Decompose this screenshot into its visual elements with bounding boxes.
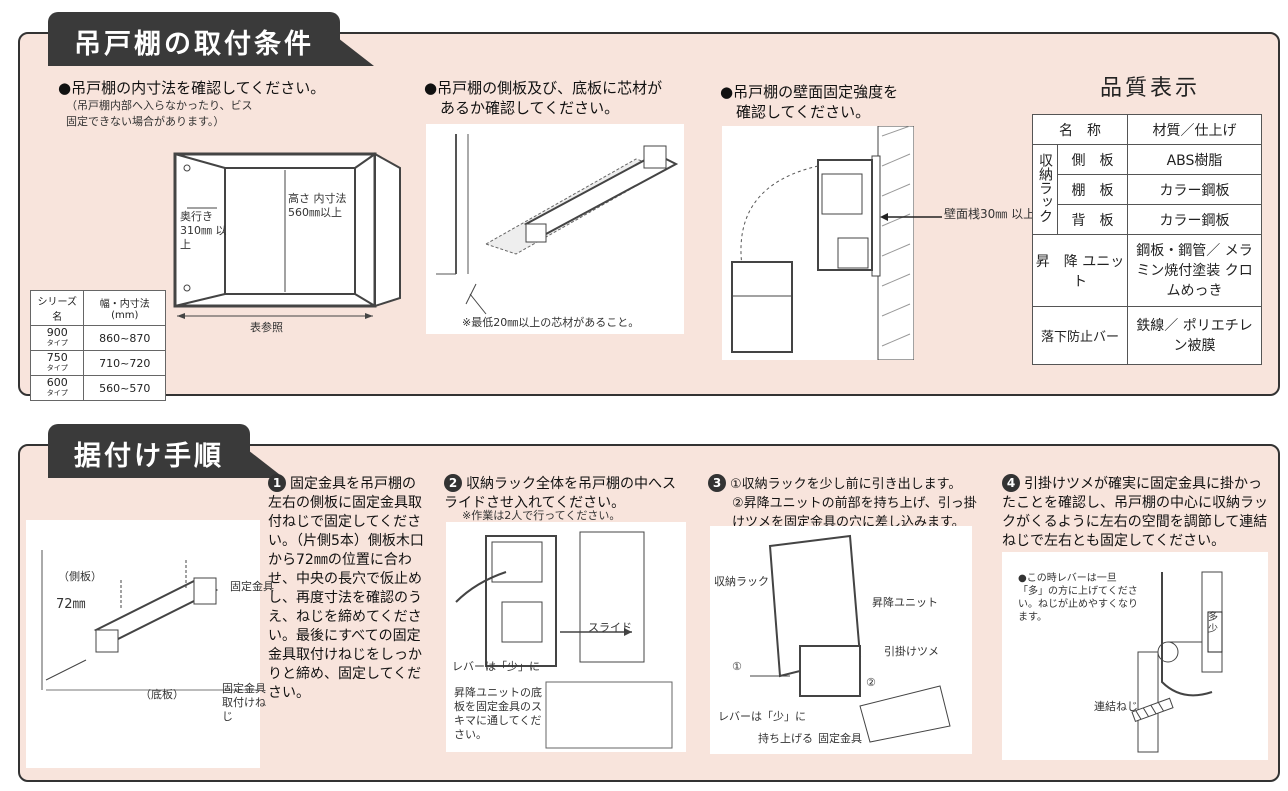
mark-1: ①: [732, 660, 742, 673]
inner-size-note: （吊戸棚内部へ入らなかったり、ビス固定できない場合があります。）: [66, 99, 253, 128]
step4-figure: [1002, 552, 1268, 760]
series-header: シリーズ名: [29, 290, 85, 326]
quality-header-name: 名 称: [1032, 114, 1128, 145]
height-label: 高さ 内寸法 560㎜以上: [288, 192, 347, 219]
lift-unit-hint: 昇降ユニットの底板を固定金具のスキマに通してください。: [454, 686, 542, 741]
quality-table: 名 称 材質／仕上げ 収納ラック 側 板 ABS樹脂 棚 板 カラー鋼板 背 板…: [1032, 114, 1262, 365]
lift-up-label: 持ち上げる: [758, 732, 813, 745]
cabinet-inner-diagram: [173, 152, 401, 319]
table-row: 収納ラック 側 板 ABS樹脂: [1032, 144, 1262, 235]
lift-unit-label: 昇降ユニット: [872, 596, 938, 609]
side-panel-label: （側板）: [58, 570, 102, 583]
step4-number: 4: [1002, 474, 1020, 492]
table-row: 昇 降 ユニット 鋼板・鋼管／ メラミン焼付塗装 クロムめっき: [1032, 234, 1262, 307]
quality-header-material: 材質／仕上げ: [1127, 114, 1262, 145]
offset-72-label: 72㎜: [56, 597, 86, 612]
wall-batten-label: 壁面桟30㎜ 以上必要: [944, 207, 1060, 221]
hook-label: 引掛けツメ: [884, 645, 939, 658]
step4-note: ●この時レバーは一旦「多」の方に上げてください。ねじが止めやすくなります。: [1018, 573, 1138, 623]
rack-label: 収納ラック: [714, 575, 769, 588]
core-material-figure: [426, 124, 684, 334]
lever-label-step3: レバーは「少」に: [718, 710, 806, 723]
mark-2: ②: [866, 676, 876, 689]
lever-text: 多 少: [1208, 612, 1218, 635]
step2-number: 2: [444, 474, 462, 492]
section-title-installation: 据付け手順: [48, 424, 284, 478]
step2-note: ※作業は2人で行ってください。: [462, 509, 621, 522]
rack-group-label: 収納ラック: [1037, 152, 1053, 223]
connecting-screw-label: 連結ねじ: [1094, 700, 1138, 713]
step2-figure: [446, 522, 686, 752]
step3-figure: [710, 526, 972, 754]
wall-strength-figure: [722, 125, 915, 361]
table-row: 背 板 カラー鋼板: [1033, 204, 1262, 235]
inner-size-heading: ●吊戸棚の内寸法を確認してください。: [58, 79, 326, 97]
wall-strength-heading-1: ●吊戸棚の壁面固定強度を: [720, 83, 899, 101]
step1-number: 1: [268, 474, 286, 492]
bracket-label-step3: 固定金具: [818, 732, 862, 745]
table-row: 棚 板 カラー鋼板: [1033, 174, 1262, 205]
lever-label-step2: レバーは「少」に: [452, 660, 540, 673]
core-material-heading-2: あるか確認してください。: [440, 99, 620, 117]
wall-batten-arrow: [880, 213, 942, 221]
slide-label: スライド: [588, 621, 632, 634]
core-material-note: ※最低20㎜以上の芯材があること。: [462, 316, 640, 329]
width-header: 幅・内寸法(mm): [83, 290, 166, 326]
core-material-heading-1: ●吊戸棚の側板及び、底板に芯材が: [424, 79, 663, 97]
step3-number: 3: [708, 474, 726, 492]
bracket-screw-label: 固定金具 取付けねじ: [222, 682, 266, 723]
table-row: 落下防止バー 鉄線／ ポリエチレン被膜: [1032, 306, 1262, 365]
depth-label: 奥行き 310㎜ 以上: [180, 210, 227, 251]
wall-strength-heading-2: 確認してください。: [736, 103, 871, 121]
section-title-conditions: 吊戸棚の取付条件: [48, 12, 374, 66]
step1-figure: [26, 520, 260, 768]
bracket-label: 固定金具: [230, 580, 274, 593]
width-ref-label: 表参照: [250, 321, 283, 334]
quality-title: 品質表示: [1099, 76, 1200, 101]
bottom-panel-label: （底板）: [140, 688, 184, 701]
